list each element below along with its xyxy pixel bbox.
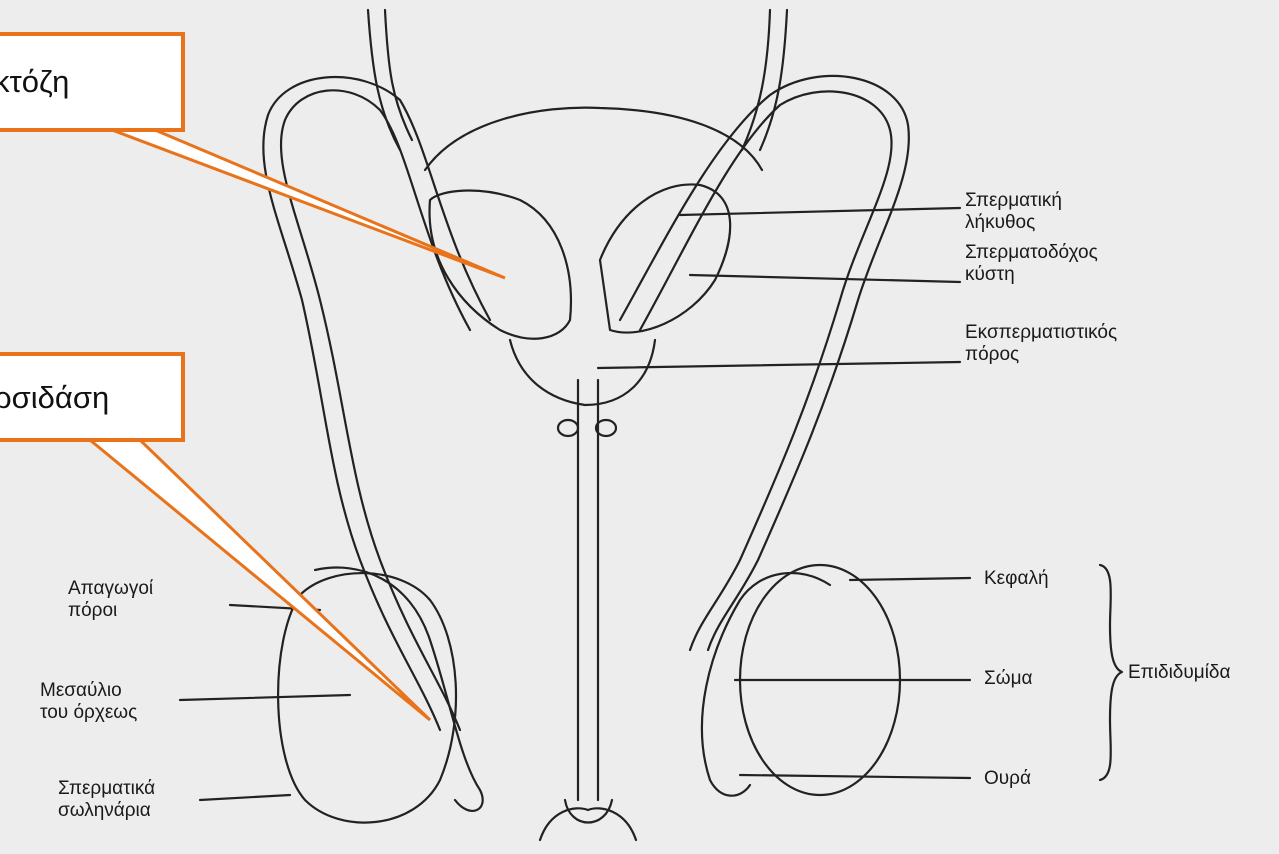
label-seminal-duct: Σπερματική λήκυθος — [965, 190, 1062, 234]
callout-text-top: κτόζη — [0, 62, 181, 102]
label-ejaculatory-duct: Εκσπερματιστικός πόρος — [965, 322, 1117, 366]
label-mediastinum: Μεσαύλιο του όρχεως — [40, 680, 137, 724]
left-ureter — [368, 10, 400, 150]
label-seminal-vesicle: Σπερματοδόχος κύστη — [965, 242, 1098, 286]
left-bulbourethral-gland — [558, 420, 578, 436]
leader-seminiferous-tubules — [200, 795, 290, 800]
leader-ejaculatory-duct — [598, 362, 960, 368]
leader-seminal-vesicle — [690, 275, 960, 282]
left-seminal-vesicle — [430, 191, 571, 339]
label-body: Σώμα — [984, 668, 1033, 690]
left-vas-deferens-inner — [263, 77, 490, 730]
leader-seminal-duct — [680, 208, 960, 215]
right-epididymis — [702, 573, 830, 796]
left-ureter-inner — [385, 10, 412, 140]
callout-box-top: κτόζη — [0, 32, 185, 132]
prostate — [510, 340, 655, 405]
urethra-tip — [565, 800, 612, 823]
label-tail: Ουρά — [984, 768, 1031, 790]
left-vas-deferens-outer — [281, 90, 470, 730]
leader-tail — [740, 775, 970, 778]
callout-text-middle: ρσιδάση — [0, 378, 181, 418]
callout-box-middle: ρσιδάση — [0, 352, 185, 442]
glans — [540, 808, 636, 840]
label-head: Κεφαλή — [984, 568, 1049, 590]
label-epididymis: Επιδιδυμίδα — [1128, 662, 1231, 684]
leader-mediastinum — [180, 695, 350, 700]
epididymis-brace — [1100, 565, 1122, 780]
label-seminiferous-tubules: Σπερματικά σωληνάρια — [58, 778, 155, 822]
right-vas-deferens-outer — [640, 91, 892, 650]
label-efferent-ducts: Απαγωγοί πόροι — [68, 578, 153, 622]
right-seminal-vesicle — [600, 184, 730, 332]
right-ureter — [742, 10, 770, 150]
leader-head — [850, 578, 970, 580]
